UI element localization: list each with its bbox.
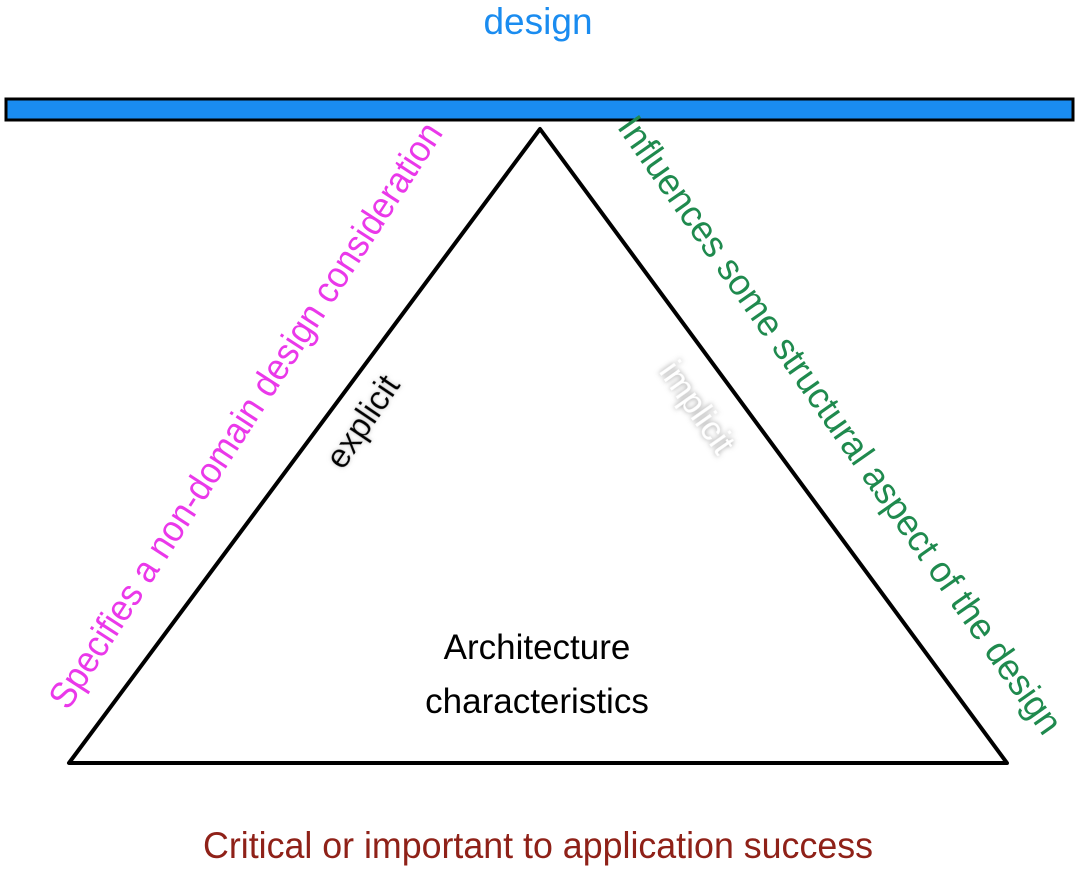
explicit-label: explicit [318, 368, 408, 476]
center-label-line-2: characteristics [425, 682, 649, 721]
design-label: design [483, 1, 592, 42]
design-bar [4, 97, 1075, 122]
triangle-outline [67, 127, 1009, 765]
bottom-label: Critical or important to application suc… [203, 825, 873, 866]
right-side-label: Influences some structural aspect of the… [610, 108, 1071, 742]
center-label-line-1: Architecture [444, 628, 631, 667]
implicit-label: implicit [652, 354, 743, 461]
